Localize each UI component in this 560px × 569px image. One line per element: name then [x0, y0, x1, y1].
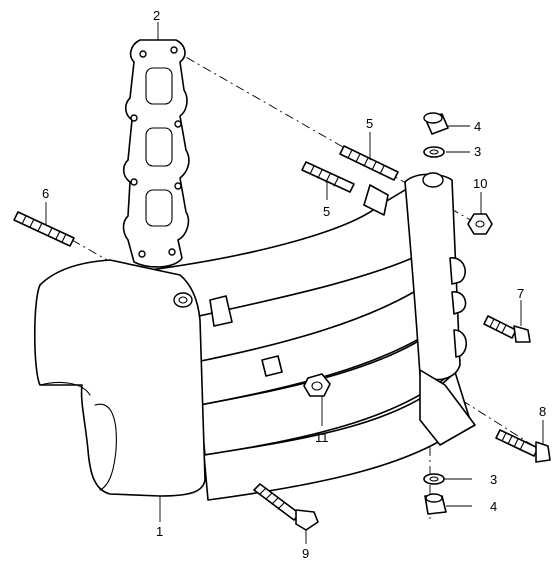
plug-4-lower [424, 493, 447, 515]
stud-6 [13, 211, 75, 247]
washer-3-lower [423, 473, 445, 485]
callout-5-lower: 5 [323, 204, 330, 219]
plug-4-upper [423, 112, 449, 135]
callout-7: 7 [517, 286, 524, 301]
nut-10 [467, 213, 493, 235]
callout-3-upper: 3 [474, 144, 481, 159]
callout-3-lower: 3 [490, 472, 497, 487]
bolt-8 [495, 429, 551, 463]
callout-1: 1 [156, 524, 163, 539]
callout-4-lower: 4 [490, 499, 497, 514]
nut-11 [303, 373, 331, 397]
stud-5-upper [339, 145, 399, 181]
washer-3-upper [423, 146, 445, 158]
callout-11: 11 [315, 430, 329, 445]
callout-8: 8 [539, 404, 546, 419]
stud-5-lower [301, 161, 355, 193]
intake-gasket [122, 39, 190, 268]
callout-10: 10 [473, 176, 487, 191]
intake-manifold [33, 172, 476, 501]
callout-9: 9 [302, 546, 309, 561]
callout-6: 6 [42, 186, 49, 201]
callout-labels: 1 2 3 3 4 4 5 5 6 7 8 9 10 11 [42, 8, 546, 561]
callout-2: 2 [153, 8, 160, 23]
callout-5-upper: 5 [366, 116, 373, 131]
bolt-7 [483, 315, 531, 343]
leader-lines [45, 22, 544, 544]
callout-4-upper: 4 [474, 119, 481, 134]
bolt-9 [253, 483, 319, 531]
